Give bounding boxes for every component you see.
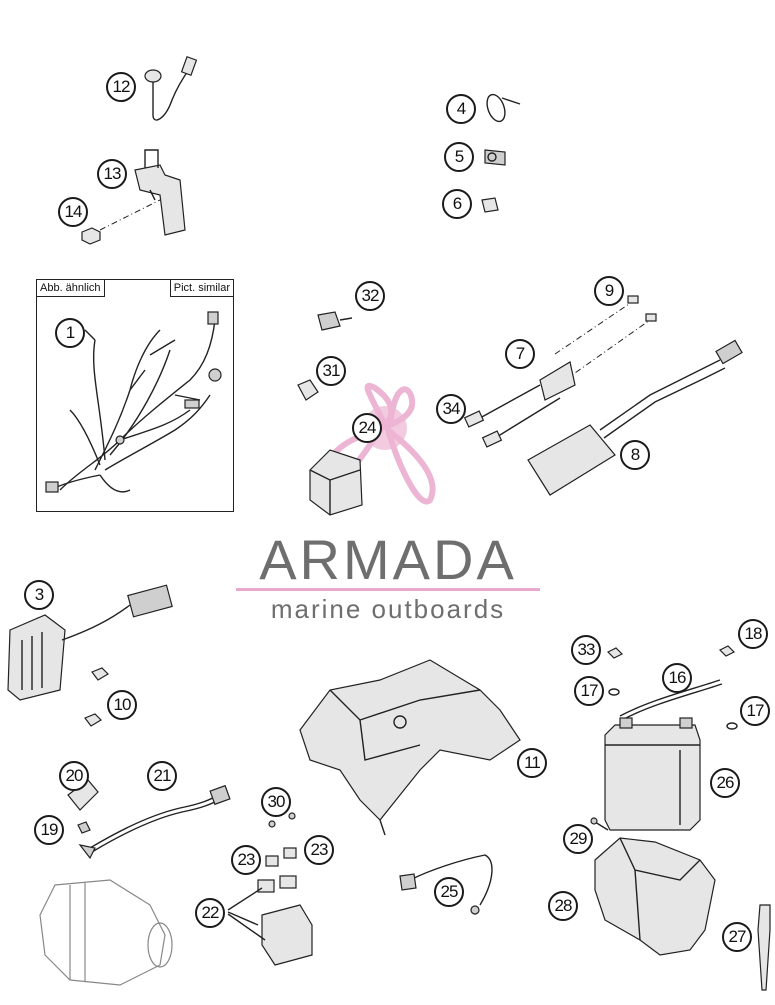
callout-23-left: 23 (231, 845, 261, 875)
battery-tray-part (299, 659, 521, 836)
inset-label-english: Pict. similar (169, 280, 233, 297)
bolt-part (81, 227, 101, 245)
callout-16: 16 (662, 663, 692, 693)
tool-part (757, 904, 771, 991)
starter-cable-part (78, 784, 231, 860)
callout-26: 26 (710, 768, 740, 798)
voltage-regulator-part (7, 584, 173, 701)
inset-label-german: Abb. ähnlich (37, 280, 105, 297)
callout-27: 27 (722, 922, 752, 952)
screw-part (84, 667, 109, 727)
callout-13: 13 (97, 159, 127, 189)
kill-switch-cable-part (144, 56, 198, 121)
wiring-harness-inset: Abb. ähnlich Pict. similar (36, 279, 234, 512)
wiring-harness-part (45, 311, 222, 493)
control-unit-part (527, 339, 743, 496)
starter-motor-part (39, 879, 173, 986)
callout-7: 7 (505, 339, 535, 369)
callout-1: 1 (55, 318, 85, 348)
callout-6: 6 (442, 189, 472, 219)
callout-29: 29 (563, 824, 593, 854)
callout-23-right: 23 (304, 835, 334, 865)
callout-24: 24 (352, 413, 382, 443)
callout-28: 28 (548, 891, 578, 921)
callout-17-right: 17 (740, 696, 770, 726)
ecu-part (309, 449, 363, 516)
callout-30: 30 (261, 787, 291, 817)
battery-terminal-part (606, 645, 738, 730)
screw-part-29 (590, 817, 609, 831)
callout-32: 32 (355, 281, 385, 311)
callout-33: 33 (571, 635, 601, 665)
callout-4: 4 (446, 94, 476, 124)
grommet-part (297, 379, 319, 401)
callout-10: 10 (107, 690, 137, 720)
callout-20: 20 (59, 761, 89, 791)
callout-34: 34 (436, 394, 466, 424)
callout-17-left: 17 (574, 676, 604, 706)
callout-19: 19 (34, 815, 64, 845)
battery-part (604, 717, 701, 831)
callout-25: 25 (434, 877, 464, 907)
battery-cable-part (399, 854, 493, 915)
callout-8: 8 (620, 440, 650, 470)
fuse-relay-part (227, 812, 313, 966)
callout-31: 31 (316, 356, 346, 386)
callout-18: 18 (738, 619, 768, 649)
callout-5: 5 (444, 142, 474, 172)
callout-22: 22 (195, 898, 225, 928)
callout-9: 9 (594, 276, 624, 306)
callout-21: 21 (147, 761, 177, 791)
connector-part (317, 311, 353, 331)
watermark-tagline: marine outboards (270, 594, 506, 624)
cable-clip-part (484, 149, 506, 166)
cable-holder-part (481, 197, 499, 213)
switch-bracket-part (99, 149, 186, 236)
callout-11: 11 (517, 748, 547, 778)
cable-tie-part (486, 93, 521, 123)
watermark-brand-name: ARMADA (259, 528, 517, 591)
callout-14: 14 (58, 197, 88, 227)
battery-box-part (594, 837, 716, 956)
callout-12: 12 (106, 72, 136, 102)
watermark-underline (236, 588, 540, 591)
callout-3: 3 (24, 580, 54, 610)
sensor-bracket-part (463, 295, 657, 448)
